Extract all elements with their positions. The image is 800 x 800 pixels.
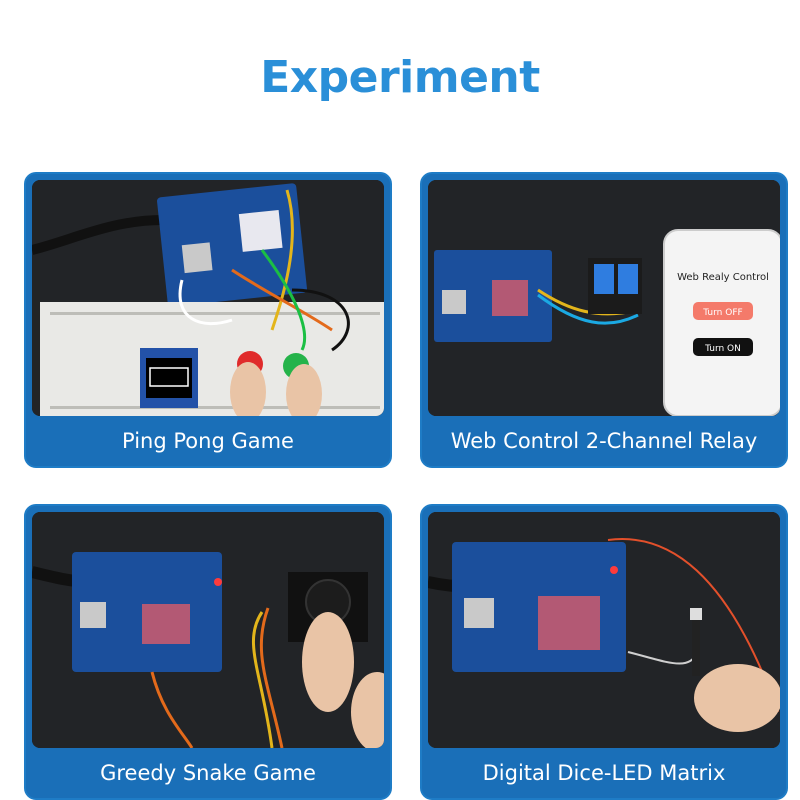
turn-off-label: Turn OFF	[702, 308, 742, 318]
experiment-caption: Digital Dice-LED Matrix	[482, 761, 726, 785]
turn-on-label: Turn ON	[704, 344, 741, 354]
turn-on-button[interactable]	[693, 338, 753, 356]
experiment-photo-greedy-snake	[32, 512, 384, 748]
experiment-photo-digital-dice	[428, 512, 780, 748]
turn-off-button[interactable]	[693, 302, 753, 320]
experiment-caption: Ping Pong Game	[122, 429, 294, 453]
experiment-card-ping-pong: Ping Pong Game	[24, 172, 392, 468]
experiment-photo-web-relay: Web Realy Control Turn OFF Turn ON	[428, 180, 780, 416]
page-title: Experiment	[260, 52, 540, 103]
experiment-card-web-relay: Web Realy Control Turn OFF Turn ON Web C…	[420, 172, 788, 468]
experiment-card-digital-dice: Digital Dice-LED Matrix	[420, 504, 788, 800]
experiment-card-greedy-snake: Greedy Snake Game	[24, 504, 392, 800]
experiment-caption: Web Control 2-Channel Relay	[450, 429, 758, 453]
experiment-photo-ping-pong	[32, 180, 384, 416]
phone-heading: Web Realy Control	[677, 272, 769, 283]
experiment-caption: Greedy Snake Game	[100, 761, 316, 785]
